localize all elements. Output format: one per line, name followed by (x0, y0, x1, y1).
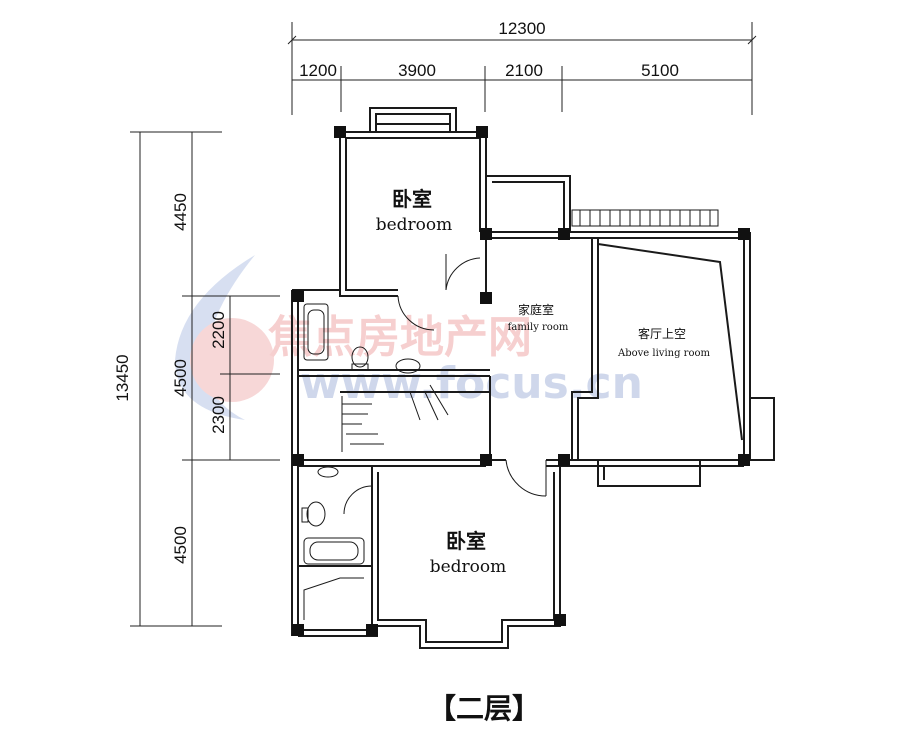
fixtures (301, 303, 421, 620)
staircase (341, 384, 449, 452)
dim-top-total: 12300 (498, 19, 545, 38)
left-dimension-lines (130, 131, 280, 627)
dim-left-seg-2: 4500 (171, 359, 190, 397)
dim-left-sub-2: 2300 (209, 396, 228, 434)
dim-top-seg-4: 5100 (641, 61, 679, 80)
dim-left-seg-1: 4450 (171, 193, 190, 231)
family-room-cn: 家庭室 (518, 302, 554, 317)
dim-top-seg-3: 2100 (505, 61, 543, 80)
railing (571, 209, 719, 227)
family-room-en: family room (508, 322, 569, 333)
above-living-en: Above living room (617, 348, 710, 359)
dim-left-sub-1: 2200 (209, 311, 228, 349)
bedroom-bottom-en: bedroom (430, 557, 507, 577)
doors (343, 254, 547, 515)
floor-label: 【二层】 (428, 692, 540, 725)
top-dimension-lines (287, 22, 757, 115)
above-living-cn: 客厅上空 (638, 326, 686, 341)
walls (291, 107, 775, 649)
dim-left-total: 13450 (113, 354, 132, 401)
watermark-chinese: 焦点房地产网 (268, 312, 532, 363)
bedroom-bottom-cn: 卧室 (446, 529, 486, 553)
dim-top-seg-2: 3900 (398, 61, 436, 80)
dim-left-seg-3: 4500 (171, 526, 190, 564)
bedroom-top-cn: 卧室 (392, 187, 432, 211)
structural-columns (292, 126, 750, 636)
dim-top-seg-1: 1200 (299, 61, 337, 80)
bedroom-top-en: bedroom (376, 215, 453, 235)
